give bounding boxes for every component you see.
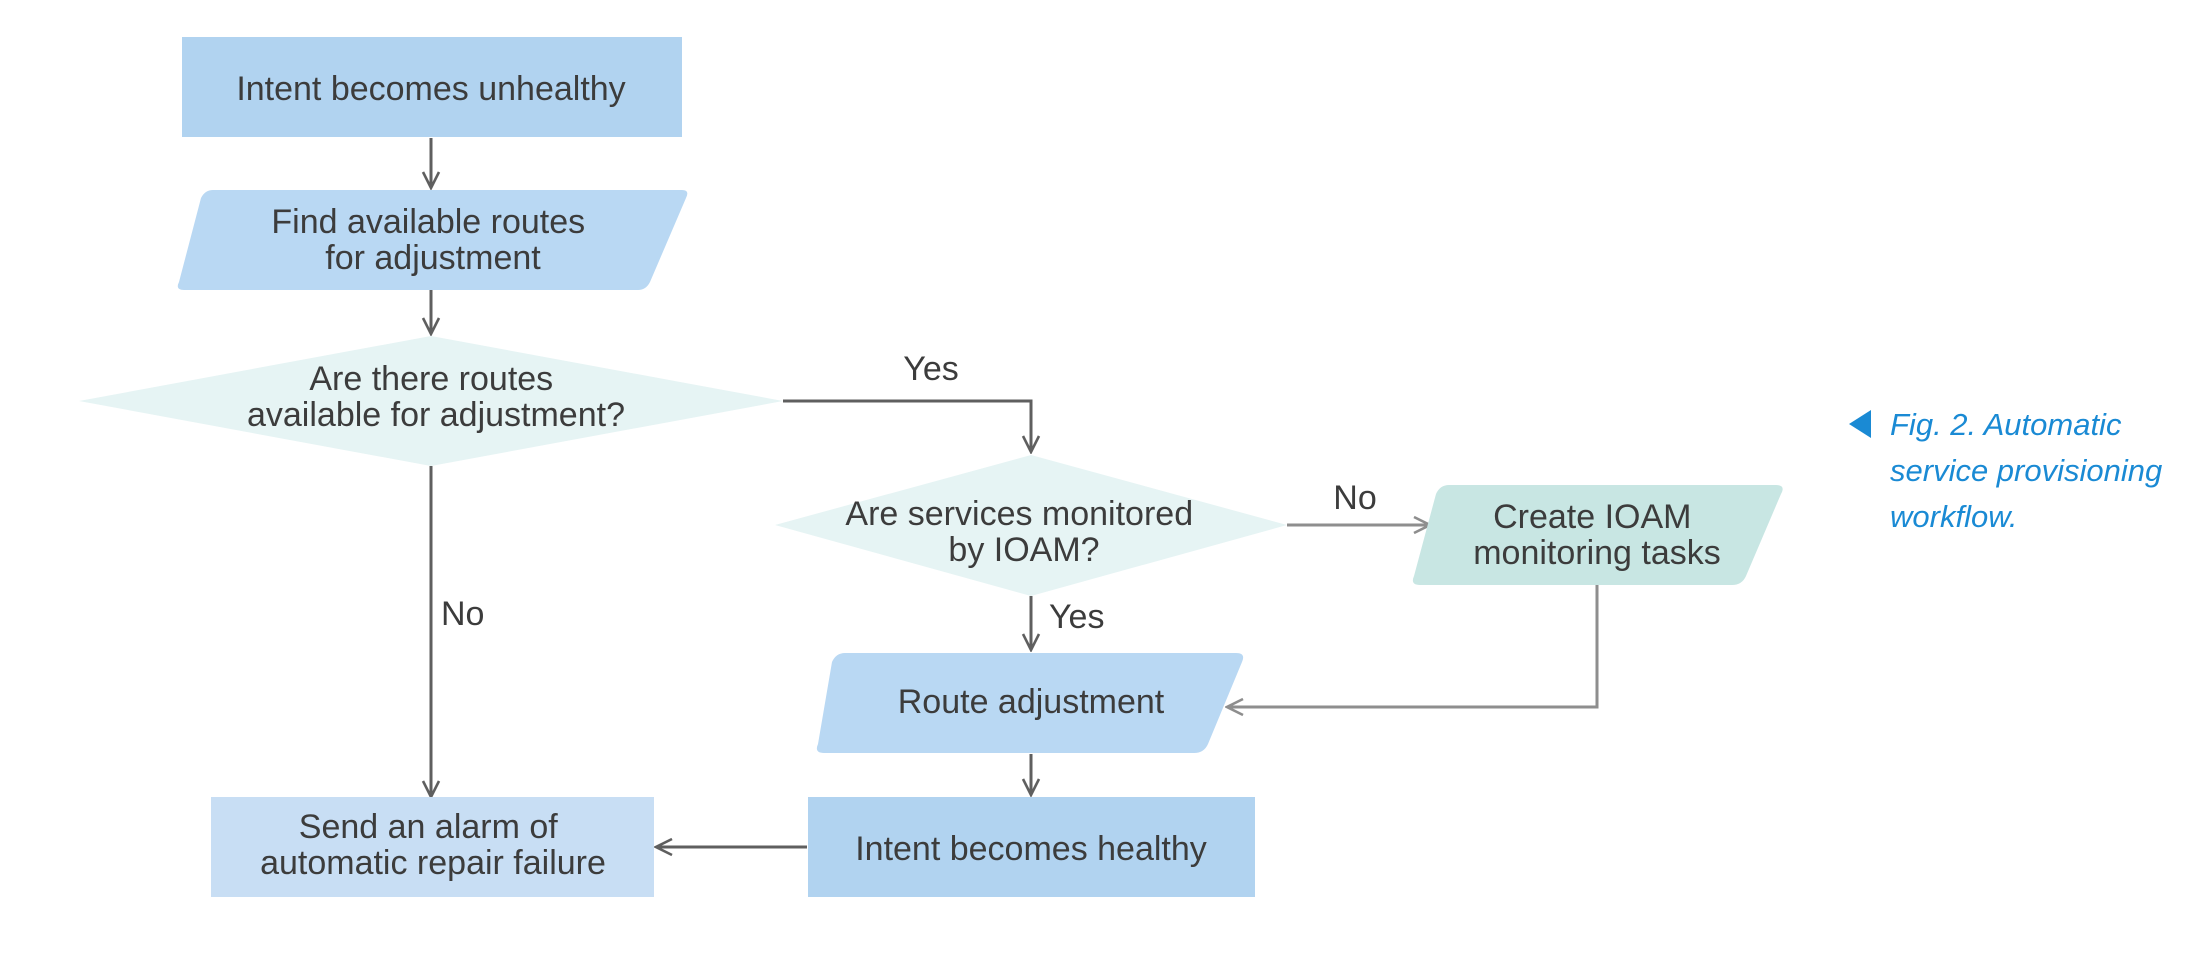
- process-node-find-routes: [177, 190, 688, 290]
- edge-label-monitored-no: No: [1333, 479, 1376, 517]
- node-label-create-ioam-tasks: Create IOAM monitoring tasks: [1473, 498, 1721, 572]
- node-label-intent-healthy: Intent becomes healthy: [855, 830, 1207, 868]
- connector-tasks-to-adjustment: [1227, 585, 1599, 707]
- node-label-services-monitored: Are services monitored by IOAM?: [845, 495, 1202, 569]
- caption-line: workflow.: [1890, 499, 2018, 534]
- process-node-route-adjustment: [816, 653, 1244, 753]
- end-node-intent-healthy: [808, 797, 1255, 897]
- connector-routes-yes: [783, 399, 1031, 452]
- start-node-intent-unhealthy: [182, 37, 682, 137]
- caption-line: service provisioning: [1890, 453, 2163, 488]
- caption-marker-icon: [1849, 410, 1871, 438]
- edge-label-monitored-yes: Yes: [1049, 598, 1104, 636]
- end-node-repair-failure-alarm: [211, 797, 654, 897]
- node-label-find-routes: Find available routes for adjustment: [271, 203, 594, 277]
- edge-label-routes-yes: Yes: [903, 350, 958, 388]
- decision-node-services-monitored: [775, 455, 1287, 596]
- figure-caption: Fig. 2. Automatic service provisioning w…: [1890, 402, 2190, 540]
- node-label-intent-unhealthy: Intent becomes unhealthy: [236, 70, 625, 108]
- node-label-route-adjustment: Route adjustment: [898, 683, 1165, 721]
- caption-line: Fig. 2. Automatic: [1890, 407, 2122, 442]
- decision-node-routes-available: [79, 336, 783, 466]
- node-label-routes-available: Are there routes available for adjustmen…: [247, 360, 625, 434]
- process-node-create-ioam-tasks: [1412, 485, 1783, 585]
- edge-label-routes-no: No: [441, 595, 484, 633]
- node-label-repair-failure-alarm: Send an alarm of automatic repair failur…: [260, 808, 606, 882]
